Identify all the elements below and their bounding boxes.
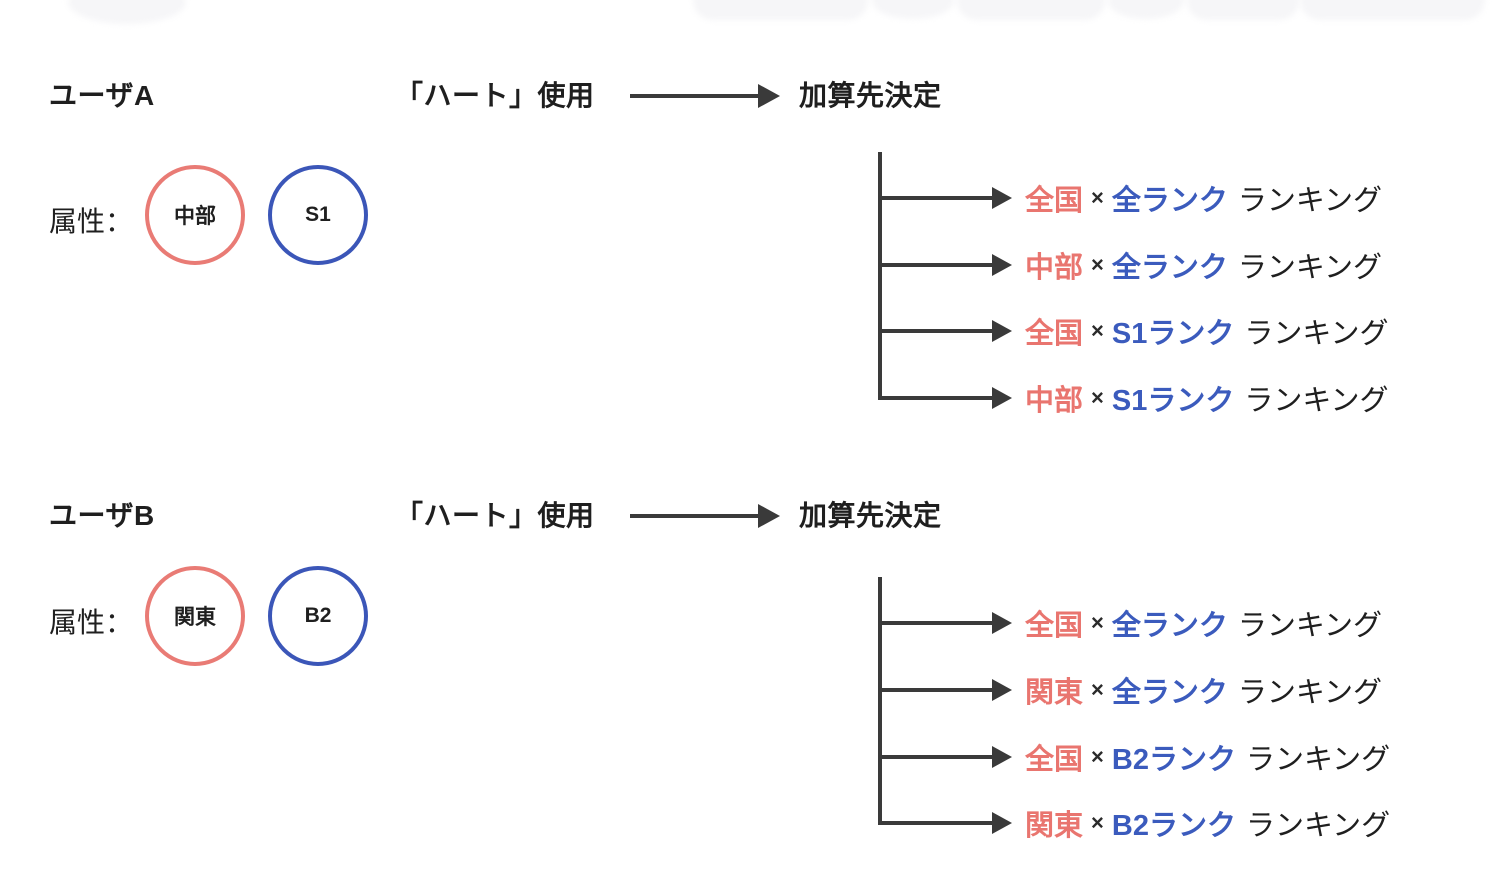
multiply-sign: × (1091, 810, 1104, 835)
top-edge-artifact (957, 0, 1105, 20)
top-edge-artifact (693, 0, 868, 20)
ranking-label: 全国 × B2ランク ランキング (1025, 736, 1390, 778)
region-part: 中部 (1025, 252, 1084, 284)
ranking-label: 全国 × 全ランク ランキング (1025, 177, 1382, 219)
branch-line (878, 329, 992, 333)
rank-part: 全ランク (1111, 252, 1228, 284)
ranking-row: 全国 × S1ランク ランキング (878, 311, 1389, 351)
ranking-suffix: ランキング (1245, 810, 1391, 842)
arrow-head-icon (758, 84, 780, 108)
ranking-label: 全国 × 全ランク ランキング (1025, 602, 1382, 644)
rank-attribute-value: B2 (304, 604, 332, 627)
arrow-line (630, 94, 758, 98)
branch-line (878, 263, 992, 267)
branch-line (878, 688, 992, 692)
arrow-head-icon (992, 187, 1012, 209)
arrow-head-icon (992, 679, 1012, 701)
region-attribute-circle: 関東 (145, 566, 245, 666)
rank-part: 全ランク (1111, 185, 1228, 217)
branch-line (878, 196, 992, 200)
ranking-row: 全国 × 全ランク ランキング (878, 603, 1382, 643)
region-part: 中部 (1025, 385, 1084, 417)
arrow-head-icon (758, 504, 780, 528)
ranking-label: 全国 × S1ランク ランキング (1025, 310, 1389, 352)
ranking-row: 中部 × S1ランク ランキング (878, 378, 1389, 418)
top-edge-artifact (1108, 0, 1184, 19)
multiply-sign: × (1091, 744, 1104, 769)
rank-attribute-circle: S1 (268, 165, 368, 265)
ranking-label: 中部 × 全ランク ランキング (1025, 244, 1382, 286)
ranking-suffix: ランキング (1244, 318, 1389, 350)
branch-line (878, 621, 992, 625)
region-part: 全国 (1025, 185, 1084, 217)
arrow-head-icon (992, 254, 1012, 276)
multiply-sign: × (1091, 252, 1104, 277)
rank-part: B2ランク (1111, 744, 1236, 776)
ranking-row: 関東 × B2ランク ランキング (878, 803, 1390, 843)
top-edge-artifact (1187, 0, 1299, 20)
top-edge-artifact (1300, 0, 1485, 20)
ranking-suffix: ランキング (1245, 744, 1391, 776)
region-attribute-value: 関東 (174, 606, 216, 629)
user-a-title: ユーザA (49, 80, 155, 111)
arrow-head-icon (992, 746, 1012, 768)
region-part: 関東 (1025, 677, 1084, 709)
user-a-flow: ユーザA 「ハート」使用 加算先決定 属性： 中部 S1 全国 × 全ランク ラ… (49, 80, 1389, 418)
multiply-sign: × (1091, 185, 1104, 210)
arrow-head-icon (992, 812, 1012, 834)
arrow-head-icon (992, 387, 1012, 409)
multiply-sign: × (1091, 610, 1104, 635)
allocation-title: 加算先決定 (799, 500, 942, 531)
heart-use-label: 「ハート」使用 (395, 80, 595, 111)
ranking-suffix: ランキング (1237, 677, 1383, 709)
ranking-row: 全国 × 全ランク ランキング (878, 178, 1382, 218)
ranking-row: 中部 × 全ランク ランキング (878, 245, 1382, 285)
ranking-suffix: ランキング (1237, 252, 1383, 284)
ranking-label: 関東 × B2ランク ランキング (1025, 802, 1390, 844)
arrow-head-icon (992, 612, 1012, 634)
branch-line (878, 821, 992, 825)
tree-trunk-line (878, 577, 882, 825)
ranking-suffix: ランキング (1237, 610, 1383, 642)
ranking-label: 中部 × S1ランク ランキング (1025, 377, 1389, 419)
ranking-row: 全国 × B2ランク ランキング (878, 737, 1390, 777)
region-part: 全国 (1025, 744, 1084, 776)
arrow-head-icon (992, 320, 1012, 342)
region-attribute-circle: 中部 (145, 165, 245, 265)
attribute-label: 属性： (49, 607, 134, 638)
region-attribute-value: 中部 (174, 205, 216, 228)
region-part: 関東 (1025, 810, 1084, 842)
rank-attribute-value: S1 (305, 203, 331, 226)
ranking-suffix: ランキング (1237, 185, 1383, 217)
top-edge-artifact (872, 0, 954, 19)
flow-arrow (630, 84, 780, 108)
rank-part: S1ランク (1111, 318, 1235, 350)
multiply-sign: × (1091, 318, 1104, 343)
region-part: 全国 (1025, 318, 1084, 350)
rank-part: 全ランク (1111, 610, 1228, 642)
arrow-line (630, 514, 758, 518)
flow-arrow (630, 504, 780, 528)
ranking-row: 関東 × 全ランク ランキング (878, 670, 1382, 710)
ranking-label: 関東 × 全ランク ランキング (1025, 669, 1382, 711)
region-part: 全国 (1025, 610, 1084, 642)
branch-line (878, 755, 992, 759)
tree-trunk-line (878, 152, 882, 400)
user-b-title: ユーザB (49, 500, 155, 531)
rank-part: B2ランク (1111, 810, 1236, 842)
ranking-suffix: ランキング (1244, 385, 1389, 417)
rank-part: 全ランク (1111, 677, 1228, 709)
heart-use-label: 「ハート」使用 (395, 500, 595, 531)
multiply-sign: × (1091, 677, 1104, 702)
user-b-flow: ユーザB 「ハート」使用 加算先決定 属性： 関東 B2 全国 × 全ランク ラ… (0, 420, 1509, 870)
rank-part: S1ランク (1111, 385, 1235, 417)
attribute-label: 属性： (49, 206, 134, 237)
branch-line (878, 396, 992, 400)
multiply-sign: × (1091, 385, 1104, 410)
rank-attribute-circle: B2 (268, 566, 368, 666)
allocation-title: 加算先決定 (799, 80, 942, 111)
